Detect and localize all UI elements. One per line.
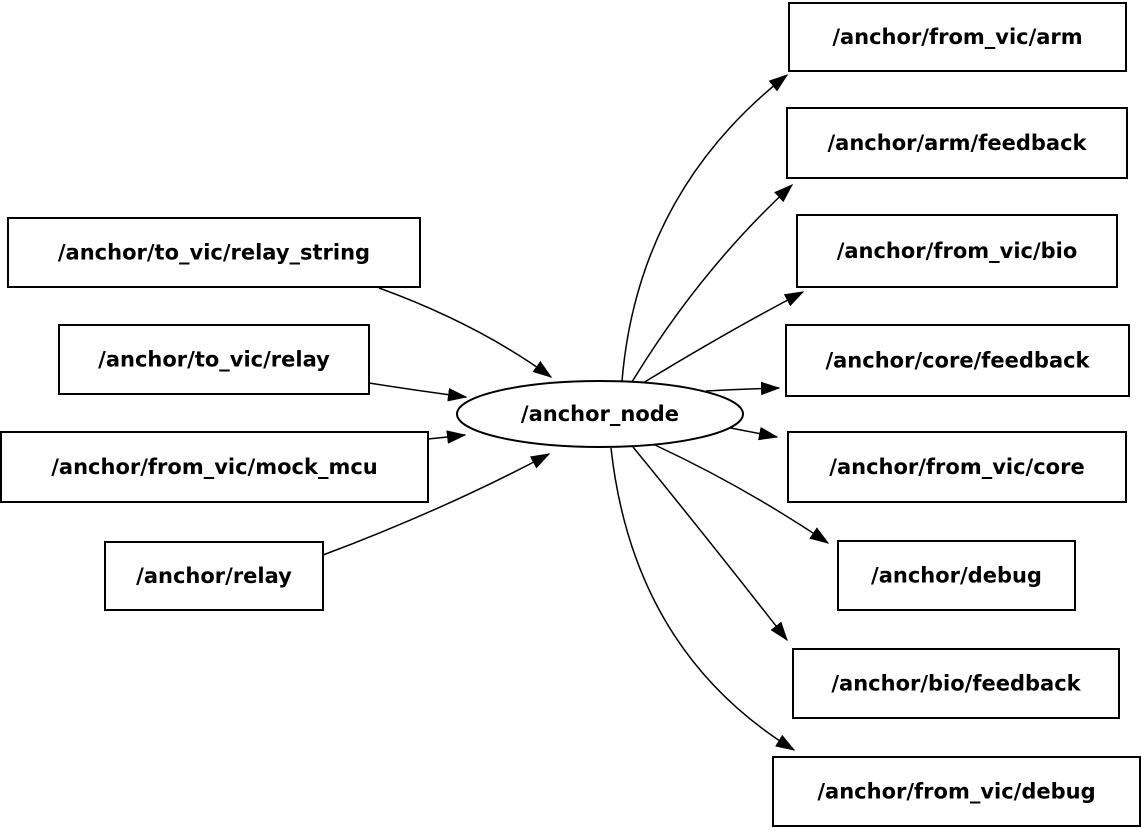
graph-node-anchor-to-vic-relay-string: /anchor/to_vic/relay_string <box>7 217 421 288</box>
node-label: /anchor/to_vic/relay_string <box>58 241 370 265</box>
node-box <box>837 540 1076 611</box>
node-box <box>0 431 429 503</box>
graph-node-anchor-to-vic-relay: /anchor/to_vic/relay <box>58 324 370 395</box>
node-box <box>796 214 1118 288</box>
edges-layer <box>322 74 830 751</box>
edge-anchor-node--anchor-from-vic-debug <box>610 447 796 751</box>
node-ellipse <box>456 380 744 448</box>
edge-anchor-node--anchor-from-vic-bio <box>642 291 805 384</box>
node-box <box>788 2 1127 72</box>
node-box <box>772 756 1141 827</box>
node-box <box>787 431 1127 503</box>
graph-node-anchor-relay: /anchor/relay <box>104 541 324 611</box>
node-box <box>58 324 370 395</box>
graph-node-anchor-from-vic-core: /anchor/from_vic/core <box>787 431 1127 503</box>
node-label: /anchor/from_vic/mock_mcu <box>51 455 377 479</box>
node-label: /anchor/to_vic/relay <box>98 348 330 372</box>
node-box <box>7 217 421 288</box>
node-label: /anchor/arm/feedback <box>828 131 1088 155</box>
node-label: /anchor/debug <box>871 564 1042 588</box>
graph-node-anchor-from-vic-mock-mcu: /anchor/from_vic/mock_mcu <box>0 431 429 503</box>
node-label: /anchor/from_vic/arm <box>832 25 1082 49</box>
node-label: /anchor/relay <box>136 564 292 588</box>
edge-anchor-node--anchor-core-feedback <box>705 381 781 396</box>
node-label: /anchor_node <box>521 402 679 426</box>
graph-node-anchor-debug: /anchor/debug <box>837 540 1076 611</box>
graph-node-anchor-from-vic-debug: /anchor/from_vic/debug <box>772 756 1141 827</box>
node-box <box>104 541 324 611</box>
graph-node-anchor-arm-feedback: /anchor/arm/feedback <box>786 107 1128 179</box>
node-box <box>786 107 1128 179</box>
graph-node-anchor-from-vic-bio: /anchor/from_vic/bio <box>796 214 1118 288</box>
edge-anchor-from-vic-mock-mcu--anchor-node <box>427 430 467 444</box>
edge-anchor-node--anchor-from-vic-arm <box>621 74 789 382</box>
edge-anchor-to-vic-relay--anchor-node <box>368 382 468 402</box>
edge-anchor-node--anchor-arm-feedback <box>631 183 794 383</box>
node-label: /anchor/core/feedback <box>825 349 1090 373</box>
node-box <box>792 648 1120 719</box>
node-box <box>785 324 1130 397</box>
node-label: /anchor/bio/feedback <box>831 672 1081 696</box>
edge-anchor-node--anchor-debug <box>654 444 830 544</box>
node-label: /anchor/from_vic/core <box>829 455 1084 479</box>
graph-node-anchor-bio-feedback: /anchor/bio/feedback <box>792 648 1120 719</box>
graph-node-anchor-core-feedback: /anchor/core/feedback <box>785 324 1130 397</box>
graph-node-anchor-node: /anchor_node <box>456 380 744 448</box>
node-label: /anchor/from_vic/debug <box>817 780 1095 804</box>
edge-anchor-node--anchor-bio-feedback <box>632 446 788 642</box>
node-label: /anchor/from_vic/bio <box>837 239 1078 263</box>
graph-node-anchor-from-vic-arm: /anchor/from_vic/arm <box>788 2 1127 72</box>
edge-anchor-relay--anchor-node <box>322 453 551 556</box>
edge-anchor-to-vic-relay-string--anchor-node <box>378 287 553 378</box>
